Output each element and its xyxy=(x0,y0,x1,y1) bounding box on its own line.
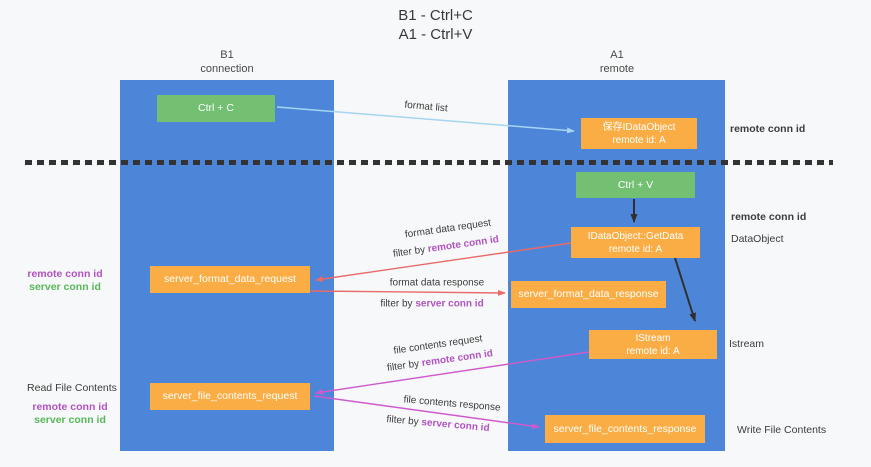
right-dataobject-label: DataObject xyxy=(731,233,784,245)
right-istream-label: Istream xyxy=(729,338,765,350)
left-read-file-contents-label: Read File Contents xyxy=(27,382,117,394)
format-data-response-label: format data response xyxy=(389,277,485,289)
format-response-filter-label: filter by server conn id xyxy=(380,299,483,310)
idataobject-getdata-box: IDataObject::GetData remote id: A xyxy=(571,227,700,258)
left-conn-id-group-format: remote conn id server conn id xyxy=(15,268,115,294)
ctrl-v-label: Ctrl + V xyxy=(617,178,654,191)
filter-by-text: filter by xyxy=(380,298,413,310)
lane-header-a1: A1 remote xyxy=(557,48,677,76)
filter-by-text: filter by xyxy=(386,414,420,428)
ctrl-c-box: Ctrl + C xyxy=(157,95,275,122)
right-write-file-contents-label: Write File Contents xyxy=(737,424,827,436)
server-format-data-request-box: server_format_data_request xyxy=(150,266,310,293)
file-contents-response-label: file contents response xyxy=(403,394,501,414)
server-format-data-response-box: server_format_data_response xyxy=(511,281,666,308)
lane-b1-subtitle: connection xyxy=(200,63,254,75)
save-idataobject-line2: remote id: A xyxy=(612,134,666,146)
server-file-contents-response-box: server_file_contents_response xyxy=(545,415,705,443)
left-remote-conn-id: remote conn id xyxy=(32,401,108,413)
save-idataobject-line1: 保存IDataObject xyxy=(602,121,676,133)
session-divider-dashed-line xyxy=(25,160,833,165)
left-conn-id-group-file: remote conn id server conn id xyxy=(15,401,125,427)
remote-conn-id-text: remote conn id xyxy=(427,234,500,255)
lane-a1-name: A1 xyxy=(610,49,624,61)
lane-a1-subtitle: remote xyxy=(599,63,635,75)
save-idataobject-box: 保存IDataObject remote id: A xyxy=(581,118,697,149)
right-remote-conn-id-mid: remote conn id xyxy=(731,211,807,223)
server-conn-id-text: server conn id xyxy=(415,298,484,310)
lane-b1-name: B1 xyxy=(220,49,234,61)
file-response-filter-label: filter by server conn id xyxy=(386,414,490,434)
server-file-contents-request-label: server_file_contents_request xyxy=(162,390,298,402)
filter-by-text: filter by xyxy=(392,244,426,260)
left-remote-conn-id: remote conn id xyxy=(27,268,103,280)
server-format-data-request-label: server_format_data_request xyxy=(164,273,296,285)
left-server-conn-id: server conn id xyxy=(29,281,101,293)
getdata-line2: remote id: A xyxy=(608,243,663,255)
title-line-b1: B1 - Ctrl+C xyxy=(398,7,473,24)
server-format-data-response-label: server_format_data_response xyxy=(518,288,659,300)
getdata-line1: IDataObject::GetData xyxy=(587,230,684,242)
ctrl-c-label: Ctrl + C xyxy=(198,102,234,114)
format-data-response-arrow xyxy=(310,289,506,296)
server-file-contents-response-label: server_file_contents_response xyxy=(553,422,697,435)
title-line-a1: A1 - Ctrl+V xyxy=(398,26,473,43)
istream-box: IStream remote id: A xyxy=(589,330,717,359)
lane-header-b1: B1 connection xyxy=(167,48,287,76)
server-conn-id-text: server conn id xyxy=(420,417,490,434)
format-list-label: format list xyxy=(403,99,449,115)
ctrl-v-box: Ctrl + V xyxy=(576,172,695,198)
diagram-title: B1 - Ctrl+C A1 - Ctrl+V xyxy=(0,6,871,44)
filter-by-text: filter by xyxy=(386,358,420,374)
istream-line1: IStream xyxy=(635,332,671,344)
left-server-conn-id: server conn id xyxy=(34,414,106,426)
server-file-contents-request-box: server_file_contents_request xyxy=(150,383,310,410)
istream-line2: remote id: A xyxy=(626,345,680,357)
right-remote-conn-id-top: remote conn id xyxy=(730,123,806,135)
